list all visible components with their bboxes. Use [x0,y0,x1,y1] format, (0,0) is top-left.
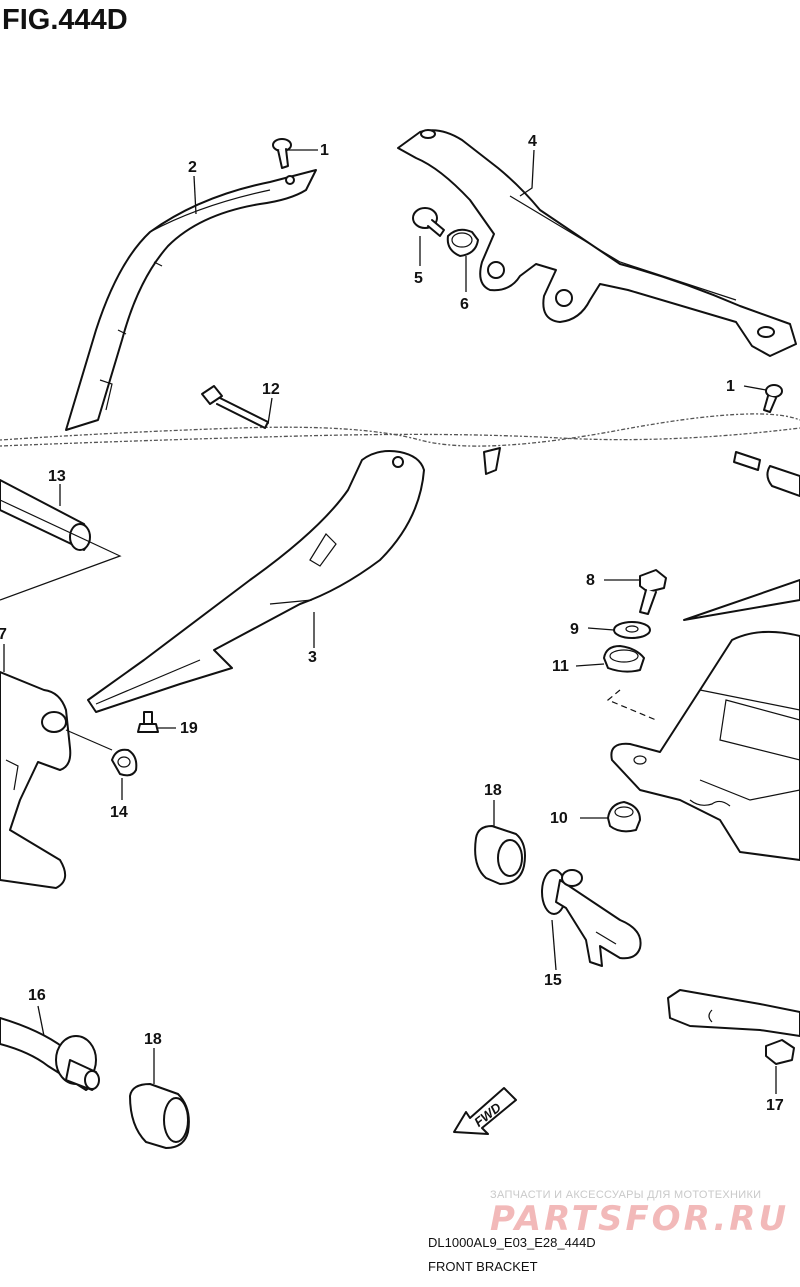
right-upper-hardware [483,447,800,497]
callout-1-right: 1 [726,378,735,395]
part-18-damper-mid[interactable] [474,825,526,885]
callout-8: 8 [586,572,595,589]
watermark-tagline: ЗАПЧАСТИ И АКСЕССУАРЫ ДЛЯ МОТОТЕХНИКИ [490,1189,761,1201]
callout-13: 13 [48,468,66,485]
callout-16: 16 [28,987,46,1004]
callout-2: 2 [188,159,197,176]
callout-numbers: 1 2 4 5 6 12 1 13 3 7 8 9 11 19 14 18 10… [0,133,784,1114]
callout-1-top: 1 [320,142,329,159]
section-name: FRONT BRACKET [428,1259,538,1274]
callout-14: 14 [110,804,128,821]
leader-lines [3,149,777,1094]
watermark: ЗАПЧАСТИ И АКСЕССУАРЫ ДЛЯ МОТОТЕХНИКИ PA… [490,1189,789,1239]
callout-15: 15 [544,972,562,989]
assembly-guideline [606,689,657,721]
part-3-side-bracket[interactable] [87,450,425,713]
part-7-clamp-bracket[interactable] [0,671,113,889]
part-13-tube[interactable] [0,479,91,551]
part-19-clip[interactable] [137,711,159,733]
model-code: DL1000AL9_E03_E28_444D [428,1235,596,1250]
callout-10: 10 [550,810,568,827]
part-10-collar[interactable] [607,801,641,833]
part-17-bracket-bolt[interactable] [667,989,800,1065]
callout-6: 6 [460,296,469,313]
part-8-bolt[interactable] [639,569,667,615]
callout-4: 4 [528,133,537,150]
part-4-upper-bracket[interactable] [397,129,797,357]
part-1-screw-top[interactable] [272,138,292,169]
right-frame-mount [610,579,800,861]
callout-17: 17 [766,1097,784,1114]
part-16-stay-pipe[interactable] [0,1017,100,1091]
callout-5: 5 [414,270,423,287]
part-6-grommet[interactable] [446,228,479,257]
callout-19: 19 [180,720,198,737]
part-2-bracket-arm[interactable] [65,169,317,431]
part-11-grommet[interactable] [603,645,645,673]
part-14-collar[interactable] [111,748,138,777]
part-1-screw-right[interactable] [763,384,783,413]
part-5-screw[interactable] [412,207,445,237]
watermark-brand: PARTSFOR.RU [490,1199,789,1239]
part-12-long-bolt[interactable] [201,385,269,429]
callout-11: 11 [552,658,569,675]
part-13-outline [0,499,122,601]
section-break-line [0,413,800,447]
part-9-washer[interactable] [613,621,651,639]
part-15-stay-pipe[interactable] [541,869,642,967]
callout-9: 9 [570,621,579,638]
fwd-direction-arrow: FWD [453,1087,517,1135]
callout-7: 7 [0,626,7,643]
callout-18-lower: 18 [144,1031,162,1048]
figure-title: FIG.444D [2,4,128,36]
callout-12: 12 [262,381,280,398]
callout-3: 3 [308,649,317,666]
callout-18-mid: 18 [484,782,502,799]
part-18-damper-lower[interactable] [129,1083,190,1149]
